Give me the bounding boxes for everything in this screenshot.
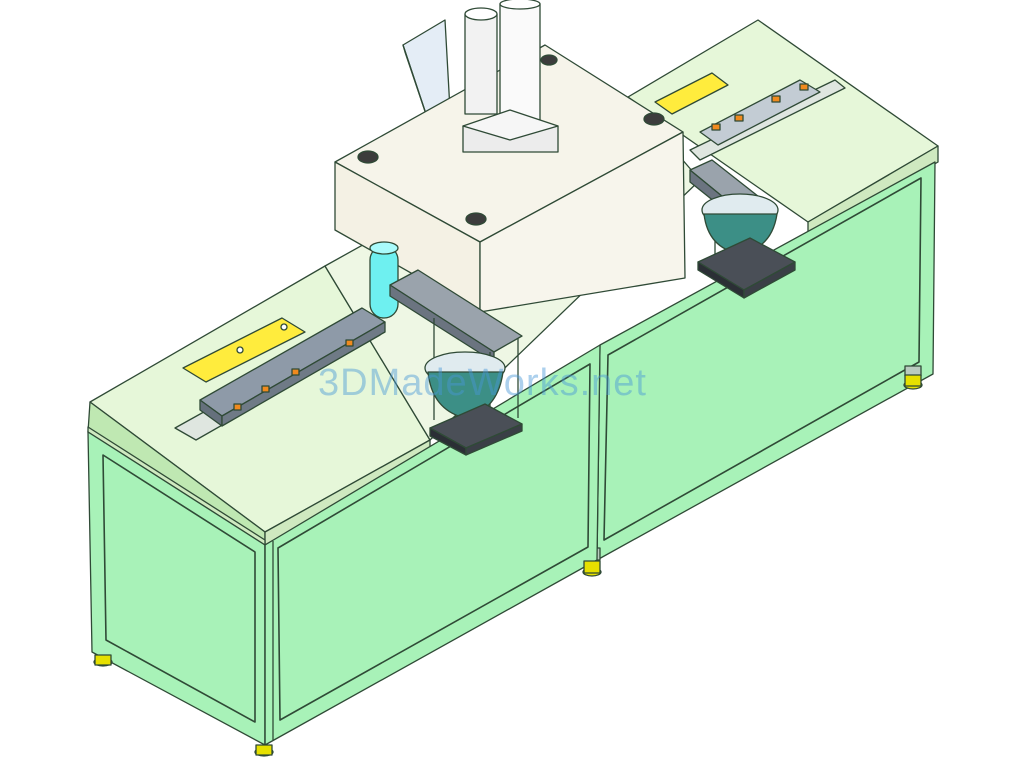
leveling-feet bbox=[93, 374, 923, 757]
left-frame bbox=[87, 344, 601, 746]
left-conveyor bbox=[174, 307, 386, 441]
right-feeder-bowl bbox=[697, 193, 796, 299]
right-conveyor bbox=[654, 72, 846, 161]
pneumatic-cylinders bbox=[462, 0, 559, 153]
right-frame bbox=[583, 161, 936, 561]
left-feeder-bowl bbox=[424, 351, 523, 456]
